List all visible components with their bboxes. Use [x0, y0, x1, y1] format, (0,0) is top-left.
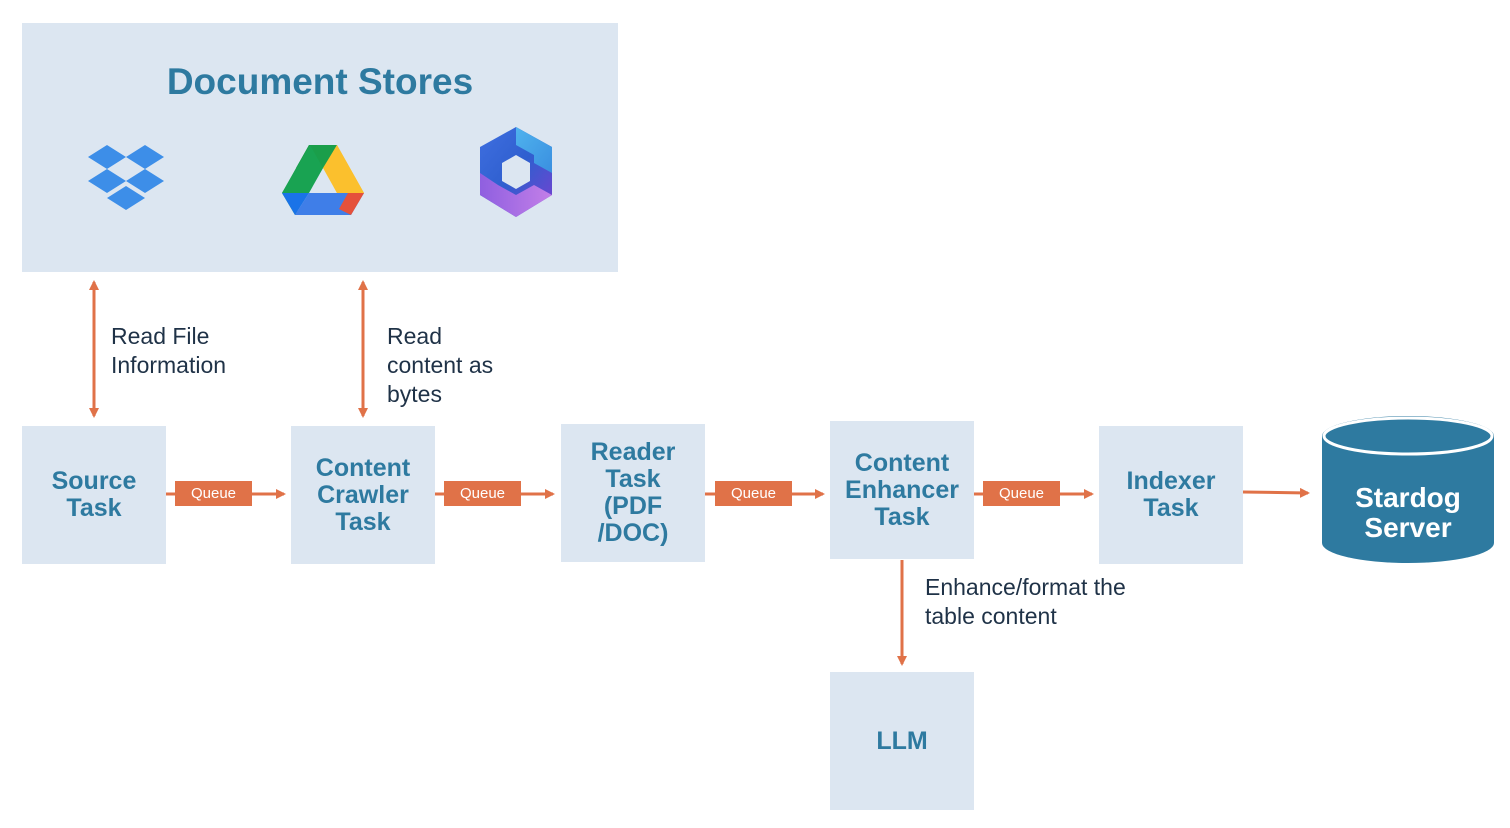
reader-task-box: Reader Task (PDF /DOC): [561, 424, 705, 562]
read-file-information-label: Read File Information: [111, 323, 227, 378]
google-drive-icon: [282, 145, 364, 215]
dropbox-icon: [88, 145, 164, 210]
content-crawler-task-label: Content Crawler Task: [315, 453, 411, 536]
content-crawler-task-box: Content Crawler Task: [291, 426, 435, 564]
document-stores-panel: Document Stores: [22, 23, 618, 272]
read-content-as-bytes-label: Read content as bytes: [387, 323, 494, 407]
llm-label: LLM: [876, 726, 928, 755]
content-enhancer-task-label: Content Enhancer Task: [845, 448, 959, 531]
indexer-task-label: Indexer Task: [1126, 467, 1216, 522]
enhance-format-label: Enhance/format the table content: [925, 574, 1126, 629]
stardog-server-label: Stardog Server: [1355, 482, 1461, 543]
queue-label: Queue: [444, 481, 521, 506]
indexer-task-box: Indexer Task: [1099, 426, 1243, 564]
reader-task-label: Reader Task (PDF /DOC): [590, 438, 676, 547]
source-task-box: Source Task: [22, 426, 166, 564]
source-task-label: Source Task: [51, 467, 137, 522]
llm-box: LLM: [830, 672, 974, 810]
database-icon: [1322, 416, 1494, 563]
document-stores-title: Document Stores: [166, 61, 474, 102]
queue-label: Queue: [715, 481, 792, 506]
content-enhancer-task-box: Content Enhancer Task: [830, 421, 974, 559]
arrow-indexer-server: [1242, 487, 1310, 498]
queue-label: Queue: [983, 481, 1060, 506]
microsoft-365-icon: [480, 127, 552, 217]
queue-label: Queue: [175, 481, 252, 506]
